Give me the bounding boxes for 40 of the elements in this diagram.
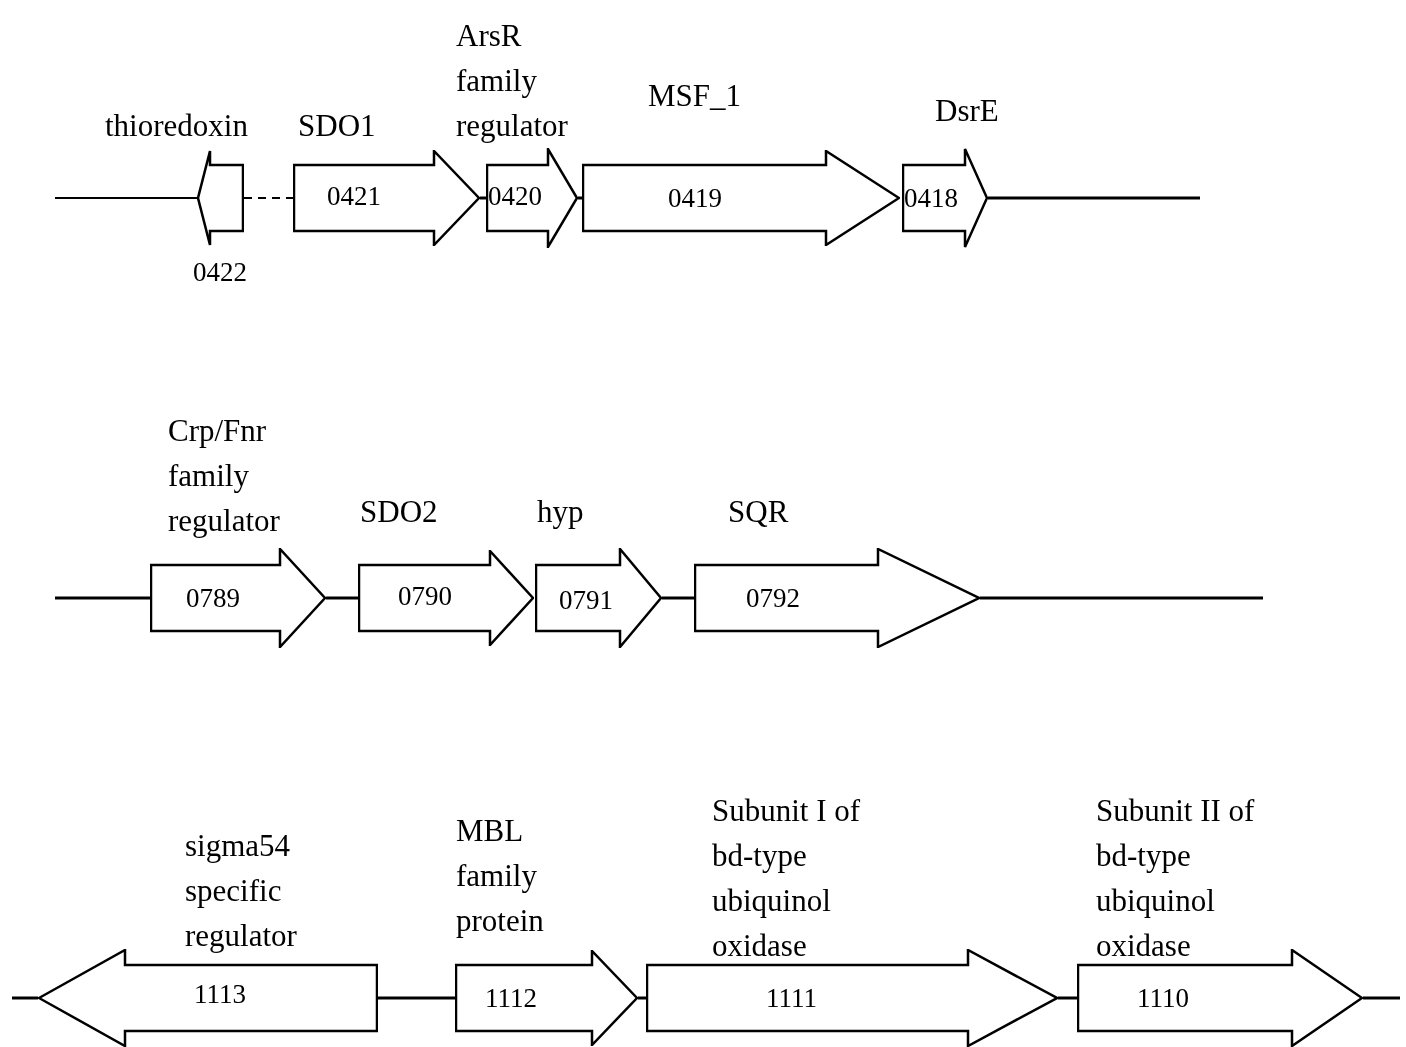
- gene-id: 0791: [559, 584, 613, 616]
- gene-name: DsrE: [935, 92, 1000, 130]
- gene-id: 0790: [398, 580, 452, 612]
- gene-name: MBL family protein: [456, 812, 545, 940]
- genome-line: [988, 196, 1200, 200]
- dashed-line: [243, 197, 294, 199]
- gene-id: 0421: [327, 180, 381, 212]
- gene-name: hyp: [537, 493, 585, 531]
- genome-line: [54, 197, 198, 199]
- gene-name: sigma54 specific regulator: [185, 827, 298, 955]
- genome-line: [12, 996, 38, 1000]
- gene-id: 0792: [746, 582, 800, 614]
- gene-name: SDO2: [360, 493, 439, 531]
- gene-id: 1113: [194, 978, 246, 1010]
- genome-line: [326, 596, 358, 600]
- gene-name: SDO1: [298, 107, 377, 145]
- genome-line: [378, 996, 455, 1000]
- gene-id: 0422: [193, 256, 247, 288]
- gene-id: 1110: [1137, 982, 1189, 1014]
- gene-name: Crp/Fnr family regulator: [168, 412, 281, 540]
- gene-name: Subunit I of bd-type ubiquinol oxidase: [712, 792, 862, 965]
- gene-name: SQR: [728, 493, 790, 531]
- genome-line: [1058, 996, 1077, 1000]
- genome-line: [578, 196, 582, 200]
- gene-name: thioredoxin: [105, 107, 249, 145]
- gene-id: 0418: [904, 182, 958, 214]
- gene-id: 1111: [766, 982, 817, 1014]
- gene-name: Subunit II of bd-type ubiquinol oxidase: [1096, 792, 1256, 965]
- gene-name: ArsR family regulator: [456, 17, 569, 145]
- gene-id: 0419: [668, 182, 722, 214]
- gene-id: 1112: [485, 982, 537, 1014]
- gene-name: MSF_1: [648, 77, 743, 115]
- genome-line: [638, 996, 646, 1000]
- genome-line: [480, 196, 486, 200]
- genome-line: [662, 596, 694, 600]
- genome-line: [980, 596, 1263, 600]
- genome-line: [1363, 996, 1400, 1000]
- gene-id: 0420: [488, 180, 542, 212]
- genome-line: [55, 596, 150, 600]
- gene-id: 0789: [186, 582, 240, 614]
